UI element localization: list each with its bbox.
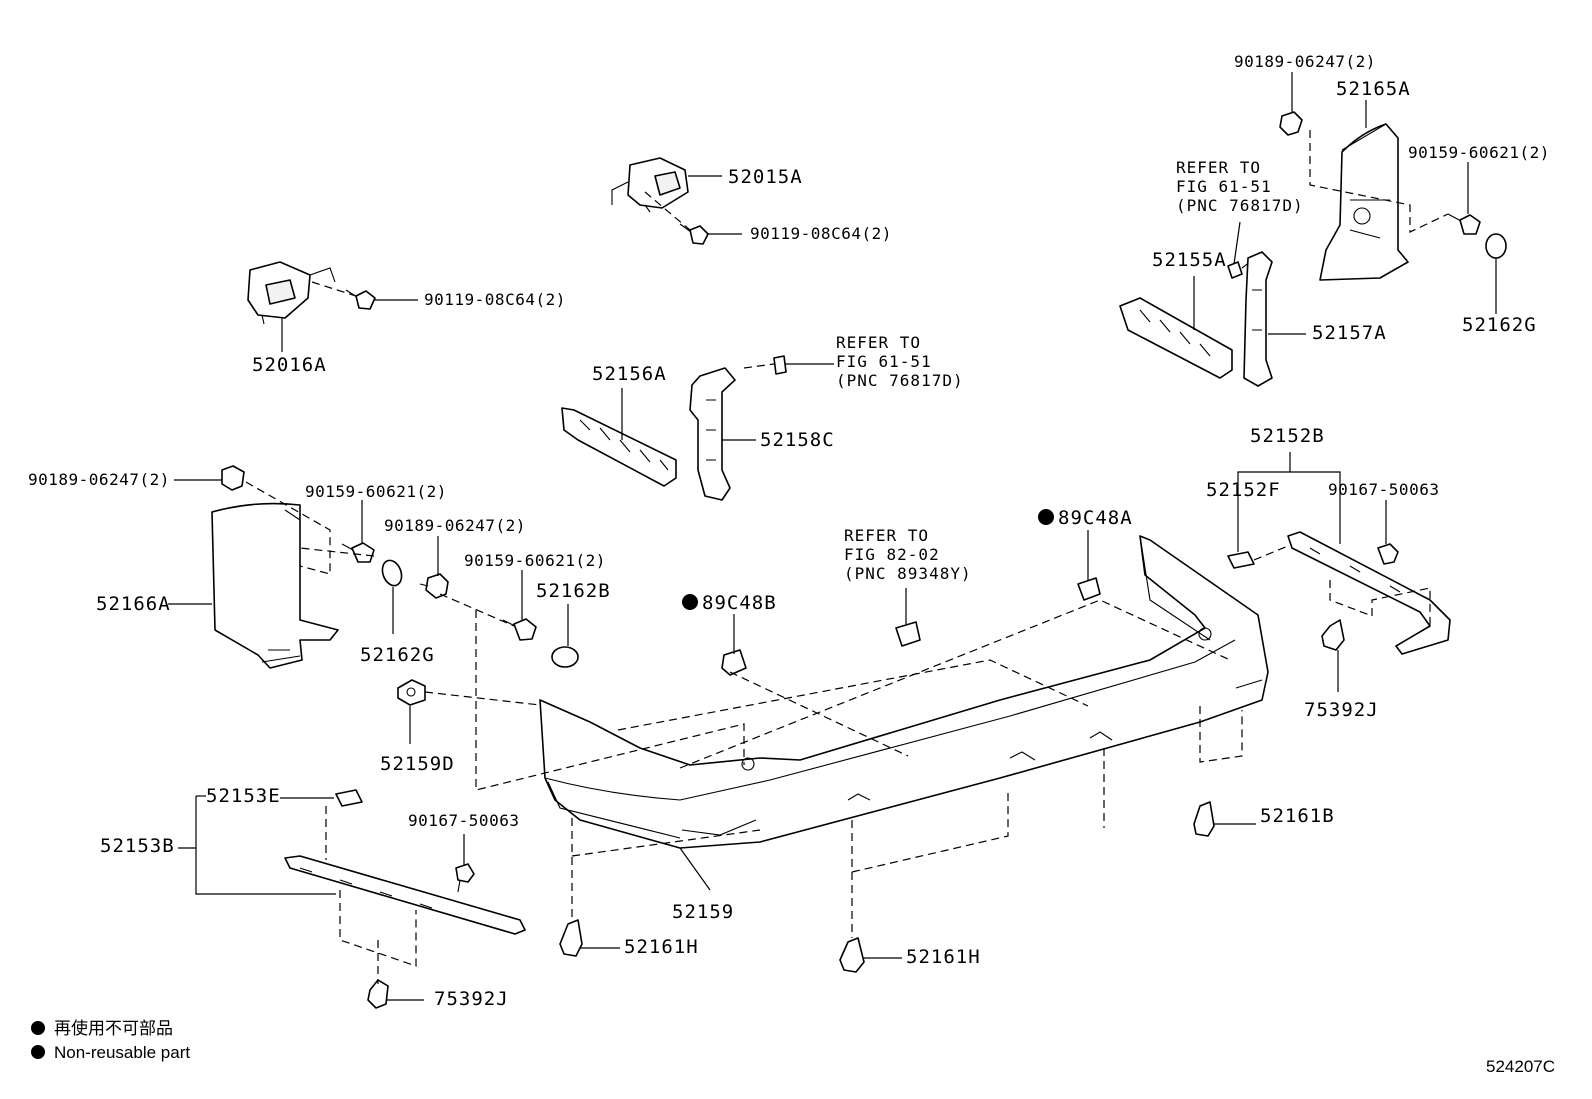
- label-90189-right: 90189-06247(2): [1234, 52, 1376, 71]
- label-52153b: 52153B: [100, 835, 175, 857]
- refer-line: REFER TO: [844, 526, 929, 545]
- cap-52162b-drawing: [551, 646, 579, 668]
- leader-lines: [168, 72, 1497, 1001]
- legend-japanese: 再使用不可部品: [54, 1018, 173, 1038]
- clip-52161h-mid-drawing: [839, 937, 865, 973]
- label-52156a: 52156A: [592, 363, 667, 385]
- legend-english: Non-reusable part: [54, 1043, 190, 1062]
- screw-90189-right-drawing: [1279, 111, 1303, 136]
- refer-note-top-center: REFER TO FIG 61-51 (PNC 76817D): [836, 333, 964, 390]
- label-52162g-left: 52162G: [360, 644, 435, 666]
- retainer-52155a-drawing: [1119, 297, 1233, 379]
- garnish-52152b-drawing: [1287, 531, 1451, 655]
- garnish-52153b-drawing: [284, 855, 526, 935]
- clip-89c48a-drawing: [1077, 577, 1101, 601]
- label-90119-left: 90119-08C64(2): [424, 290, 566, 309]
- legend: 再使用不可部品 Non-reusable part: [31, 1018, 190, 1062]
- refer-line: REFER TO: [836, 333, 921, 352]
- label-52159d: 52159D: [380, 753, 455, 775]
- screw-90167-left-drawing: [455, 863, 475, 893]
- label-52016a: 52016A: [252, 354, 327, 376]
- label-90189-left: 90189-06247(2): [28, 470, 170, 489]
- bolt-90159-mid-drawing: [502, 618, 537, 641]
- label-52158c: 52158C: [760, 429, 835, 451]
- label-90119-top: 90119-08C64(2): [750, 224, 892, 243]
- stopper-52159d-drawing: [397, 679, 426, 706]
- bolt-90119-top-drawing: [679, 223, 709, 245]
- assembly-dashed-lines: [245, 130, 1449, 984]
- clip-52153e-drawing: [335, 789, 363, 807]
- refer-line: (PNC 76817D): [1176, 196, 1304, 215]
- screw-90189-mid-drawing: [419, 573, 449, 599]
- clip-52152f-drawing: [1227, 551, 1255, 569]
- label-52162g-right: 52162G: [1462, 314, 1537, 336]
- label-52015a: 52015A: [728, 166, 803, 188]
- label-90167-right: 90167-50063: [1328, 480, 1439, 499]
- label-52159: 52159: [672, 901, 734, 923]
- label-52152b: 52152B: [1250, 425, 1325, 447]
- extension-52165a-drawing: [1319, 123, 1409, 281]
- label-52165a: 52165A: [1336, 78, 1411, 100]
- clip-52161h-left-drawing: [559, 919, 583, 957]
- screw-90189-left-drawing: [221, 465, 245, 491]
- bracket-52016a-drawing: [247, 261, 336, 325]
- bracket-52157a-drawing: [1243, 251, 1273, 387]
- retainer-52156a-drawing: [561, 407, 677, 487]
- bolt-90119-left-drawing: [345, 289, 376, 310]
- label-52161h-mid: 52161H: [906, 946, 981, 968]
- label-90167-left: 90167-50063: [408, 811, 519, 830]
- label-89c48b: 89C48B: [702, 592, 777, 614]
- refer-line: REFER TO: [1176, 158, 1261, 177]
- label-52166a: 52166A: [96, 593, 171, 615]
- cap-52162g-left-drawing: [381, 559, 403, 587]
- label-90189-mid: 90189-06247(2): [384, 516, 526, 535]
- clip-76817d-left-drawing: [773, 355, 787, 375]
- screw-90167-right-drawing: [1377, 543, 1399, 565]
- bracket-52015a-drawing: [611, 157, 689, 213]
- refer-note-center: REFER TO FIG 82-02 (PNC 89348Y): [844, 526, 972, 583]
- clip-75392j-left-drawing: [367, 979, 389, 1009]
- label-52162b: 52162B: [536, 580, 611, 602]
- refer-line: FIG 82-02: [844, 545, 940, 564]
- part-labels: 52015A 90119-08C64(2) 52016A 90119-08C64…: [28, 52, 1550, 1010]
- bracket-52158c-drawing: [689, 367, 736, 501]
- label-90159-left: 90159-60621(2): [305, 482, 447, 501]
- refer-note-top-right: REFER TO FIG 61-51 (PNC 76817D): [1176, 158, 1304, 215]
- refer-line: (PNC 76817D): [836, 371, 964, 390]
- legend-dot: [31, 1045, 45, 1059]
- non-reusable-dot-89c48b: [682, 594, 698, 610]
- clip-52161b-drawing: [1193, 801, 1215, 837]
- label-52155a: 52155A: [1152, 249, 1227, 271]
- label-75392j-right: 75392J: [1304, 699, 1379, 721]
- legend-dot: [31, 1021, 45, 1035]
- clip-89c48b-drawing: [721, 649, 747, 676]
- label-52153e: 52153E: [206, 785, 281, 807]
- clip-75392j-right-drawing: [1321, 619, 1345, 651]
- diagram-code: 524207C: [1486, 1057, 1555, 1076]
- label-52161b: 52161B: [1260, 805, 1335, 827]
- label-90159-mid: 90159-60621(2): [464, 551, 606, 570]
- label-89c48a: 89C48A: [1058, 507, 1133, 529]
- refer-line: FIG 61-51: [836, 352, 932, 371]
- non-reusable-dot-89c48a: [1038, 509, 1054, 525]
- clip-89348y-drawing: [895, 621, 921, 647]
- refer-line: (PNC 89348Y): [844, 564, 972, 583]
- extension-52166a-drawing: [211, 502, 339, 669]
- refer-line: FIG 61-51: [1176, 177, 1272, 196]
- label-52157a: 52157A: [1312, 322, 1387, 344]
- cap-52162g-right-drawing: [1485, 233, 1507, 259]
- bolt-90159-right-drawing: [1447, 213, 1481, 235]
- bumper-cover-52159-drawing: [539, 535, 1269, 849]
- label-75392j-left: 75392J: [434, 988, 509, 1010]
- label-90159-right: 90159-60621(2): [1408, 143, 1550, 162]
- label-52161h-left: 52161H: [624, 936, 699, 958]
- clip-76817d-right-drawing: [1227, 261, 1243, 279]
- label-52152f: 52152F: [1206, 479, 1281, 501]
